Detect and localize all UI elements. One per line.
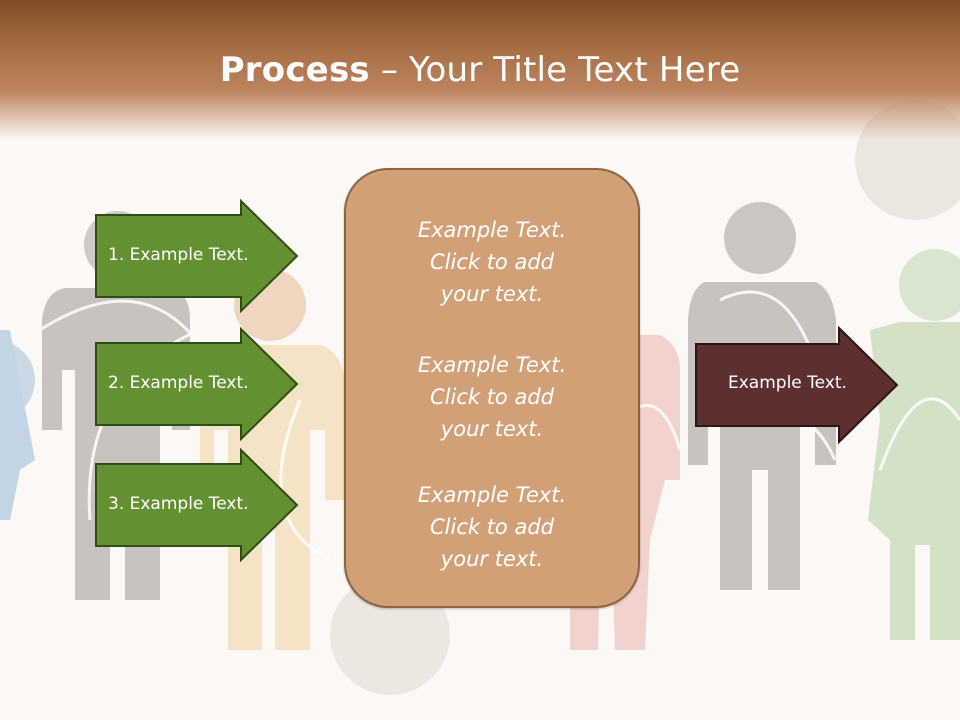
center-paragraph-2: Example Text. Click to add your text. [346, 349, 638, 445]
center-line: Click to add [429, 385, 554, 409]
step-arrow-1[interactable] [94, 199, 300, 313]
center-paragraph-3: Example Text. Click to add your text. [346, 479, 638, 575]
output-label[interactable]: Example Text. [728, 373, 847, 393]
center-paragraph-1: Example Text. Click to add your text. [346, 214, 638, 310]
center-line: your text. [440, 282, 544, 306]
step-label-3[interactable]: 3. Example Text. [108, 494, 249, 514]
center-line: Click to add [429, 515, 554, 539]
title-bar [0, 0, 960, 140]
center-text-box[interactable]: Example Text. Click to add your text. Ex… [344, 168, 640, 608]
center-line: Click to add [429, 250, 554, 274]
step-label-1[interactable]: 1. Example Text. [108, 245, 249, 265]
center-line: your text. [440, 417, 544, 441]
slide-title: Process – Your Title Text Here [0, 50, 960, 90]
title-rest: – Your Title Text Here [369, 50, 741, 90]
step-label-2[interactable]: 2. Example Text. [108, 373, 249, 393]
output-arrow[interactable] [694, 326, 900, 444]
title-bold: Process [219, 50, 370, 90]
center-line: Example Text. [417, 483, 567, 507]
step-arrow-3[interactable] [94, 448, 300, 562]
center-line: your text. [440, 547, 544, 571]
step-arrow-2[interactable] [94, 327, 300, 441]
center-line: Example Text. [417, 218, 567, 242]
center-line: Example Text. [417, 353, 567, 377]
